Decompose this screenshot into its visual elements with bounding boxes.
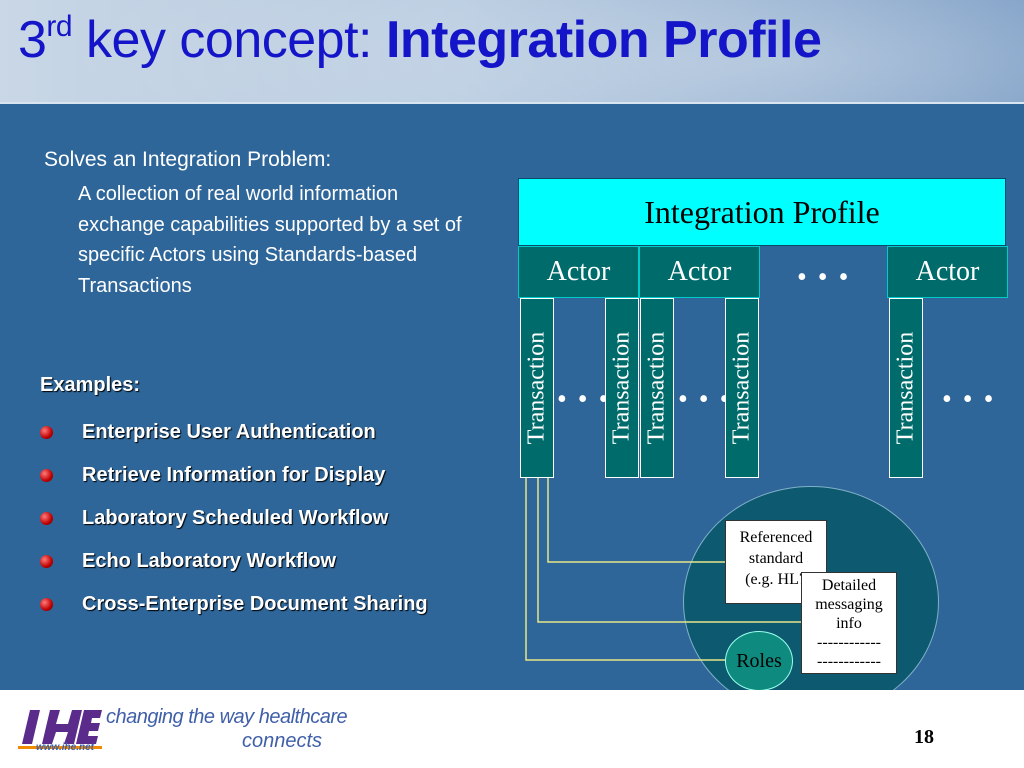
globe-background: [0, 0, 1024, 102]
bullet-icon: [40, 555, 53, 568]
detail-line: ------------: [817, 634, 881, 651]
bullet-icon: [40, 512, 53, 525]
integration-profile-box: Integration Profile: [518, 178, 1006, 246]
roles-circle: Roles: [725, 631, 793, 691]
actor-box: Actor: [887, 246, 1008, 298]
bullet-icon: [40, 598, 53, 611]
transaction-ellipsis: • • •: [942, 384, 996, 415]
tagline-line2: connects: [242, 730, 323, 752]
footer: changing the way healthcare connects www…: [0, 690, 1024, 768]
detail-line: Detailed: [821, 577, 877, 594]
transaction-box: Transaction: [605, 298, 639, 478]
page-number: 18: [914, 726, 934, 748]
tagline-line1: changing the way healthcare: [106, 706, 348, 728]
detail-line: info: [836, 615, 862, 632]
ihe-logo-icon: [18, 710, 102, 749]
connector-line: [525, 478, 726, 661]
ref-line: Referenced: [739, 529, 813, 546]
transaction-box: Transaction: [889, 298, 923, 478]
bullet-icon: [40, 469, 53, 482]
example-label: Laboratory Scheduled Workflow: [82, 507, 389, 529]
ref-line: standard: [748, 550, 804, 567]
transaction-ellipsis: • • •: [557, 384, 611, 415]
example-label: Retrieve Information for Display: [82, 464, 386, 486]
title-bar: 3rd key concept: Integration Profile: [0, 0, 1024, 104]
title-suffix: rd: [46, 10, 73, 43]
bullet-icon: [40, 426, 53, 439]
transaction-box: Transaction: [725, 298, 759, 478]
connector-line: [547, 478, 726, 563]
examples-heading: Examples:: [40, 374, 141, 396]
transaction-ellipsis: • • •: [678, 384, 732, 415]
example-label: Enterprise User Authentication: [82, 421, 376, 443]
page-title: 3rd key concept: Integration Profile: [18, 8, 822, 72]
ref-line: (e.g. HL7: [745, 571, 807, 588]
actor-box: Actor: [518, 246, 639, 298]
footer-url: www.ihe.net: [36, 742, 94, 753]
connector-line: [537, 478, 802, 623]
example-label: Echo Laboratory Workflow: [82, 550, 337, 572]
title-plain: key concept:: [72, 11, 386, 69]
detailed-info-box: Detailed messaging info ------------ ---…: [801, 572, 897, 674]
detail-line: ------------: [817, 653, 881, 670]
transaction-box: Transaction: [640, 298, 674, 478]
actor-ellipsis: • • •: [797, 262, 851, 293]
title-bold: Integration Profile: [385, 11, 822, 69]
transaction-box: Transaction: [520, 298, 554, 478]
title-number: 3: [18, 11, 47, 69]
detail-line: messaging: [815, 596, 883, 613]
example-label: Cross-Enterprise Document Sharing: [82, 593, 428, 615]
lead-text: Solves an Integration Problem:: [44, 148, 332, 171]
actor-box: Actor: [639, 246, 760, 298]
referenced-standard-box: Referenced standard (e.g. HL7: [725, 520, 827, 604]
description-text: A collection of real world information e…: [78, 183, 462, 297]
